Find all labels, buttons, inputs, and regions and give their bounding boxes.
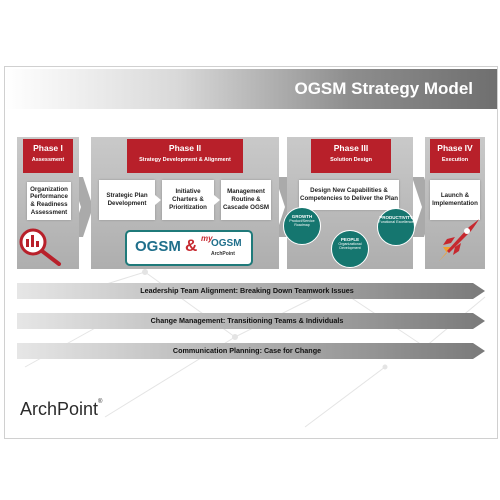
step-strategic-plan: Strategic Plan Development xyxy=(99,180,155,220)
band-label: Communication Planning: Case for Change xyxy=(172,346,322,355)
band-label: Change Management: Transitioning Teams &… xyxy=(150,316,344,325)
title-bar: OGSM Strategy Model xyxy=(5,69,497,109)
phase-1-subtitle: Assessment xyxy=(31,157,65,163)
ogsm-logo: OGSM & my OGSM ArchPoint xyxy=(125,230,253,266)
phase-2-subtitle: Strategy Development & Alignment xyxy=(139,157,231,163)
leadership-alignment-band: Leadership Team Alignment: Breaking Down… xyxy=(17,283,485,299)
productivity-circle: PRODUCTIVITY Functional Excellence xyxy=(377,208,415,246)
phase-2-header: Phase II Strategy Development & Alignmen… xyxy=(127,139,243,173)
step-assessment: Organization Performance & Readiness Ass… xyxy=(27,182,71,220)
phase-2-name: Phase II xyxy=(168,143,202,153)
logo-brand-text: ArchPoint xyxy=(211,251,235,257)
productivity-title: PRODUCTIVITY xyxy=(379,215,413,220)
magnifier-chart-icon xyxy=(19,228,61,266)
people-circle: PEOPLE Organizational Development xyxy=(331,230,369,268)
people-title: PEOPLE xyxy=(340,237,360,242)
archpoint-logo-text: ArchPoint xyxy=(20,399,99,419)
growth-subtitle: Product/Service Roadmap xyxy=(289,219,315,228)
band-arrow-shape xyxy=(17,343,485,359)
step-design-capabilities: Design New Capabilities & Competencies t… xyxy=(299,180,399,210)
step-launch: Launch & Implementation xyxy=(430,180,480,220)
change-management-band: Change Management: Transitioning Teams &… xyxy=(17,313,485,329)
phase-3-name: Phase III xyxy=(333,143,369,153)
phase-3-header: Phase III Solution Design xyxy=(311,139,391,173)
step-initiative-charters: Initiative Charters & Prioritization xyxy=(162,180,214,220)
arrow-right-icon xyxy=(155,195,161,205)
logo-myogsm-text: OGSM xyxy=(211,238,242,249)
band-arrow-shape xyxy=(17,313,485,329)
arrow-right-icon xyxy=(214,195,220,205)
growth-title: GROWTH xyxy=(291,214,313,219)
archpoint-logo: ArchPoint® xyxy=(20,399,102,420)
rocket-icon xyxy=(439,219,479,261)
band-label: Leadership Team Alignment: Breaking Down… xyxy=(140,286,354,295)
logo-ampersand: & xyxy=(185,236,198,255)
page-title: OGSM Strategy Model xyxy=(294,79,473,98)
step-management-routine: Management Routine & Cascade OGSM xyxy=(221,180,271,220)
registered-mark: ® xyxy=(98,399,103,405)
phase-1-name: Phase I xyxy=(33,143,63,153)
logo-my-text: my xyxy=(201,234,213,243)
phase-4-header: Phase IV Execution xyxy=(430,139,480,173)
strategy-slide: OGSM Strategy Model Phase I Assessment O… xyxy=(4,66,498,439)
communication-planning-band: Communication Planning: Case for Change xyxy=(17,343,485,359)
phase-3-subtitle: Solution Design xyxy=(330,157,372,163)
phase-1-header: Phase I Assessment xyxy=(23,139,73,173)
phase-4-subtitle: Execution xyxy=(441,157,469,163)
logo-ogsm-text: OGSM xyxy=(135,238,181,255)
people-subtitle: Organizational Development xyxy=(338,242,362,251)
band-arrow-shape xyxy=(17,283,485,299)
growth-circle: GROWTH Product/Service Roadmap xyxy=(283,207,321,245)
productivity-subtitle: Functional Excellence xyxy=(378,220,414,224)
phase-4-name: Phase IV xyxy=(437,143,473,153)
